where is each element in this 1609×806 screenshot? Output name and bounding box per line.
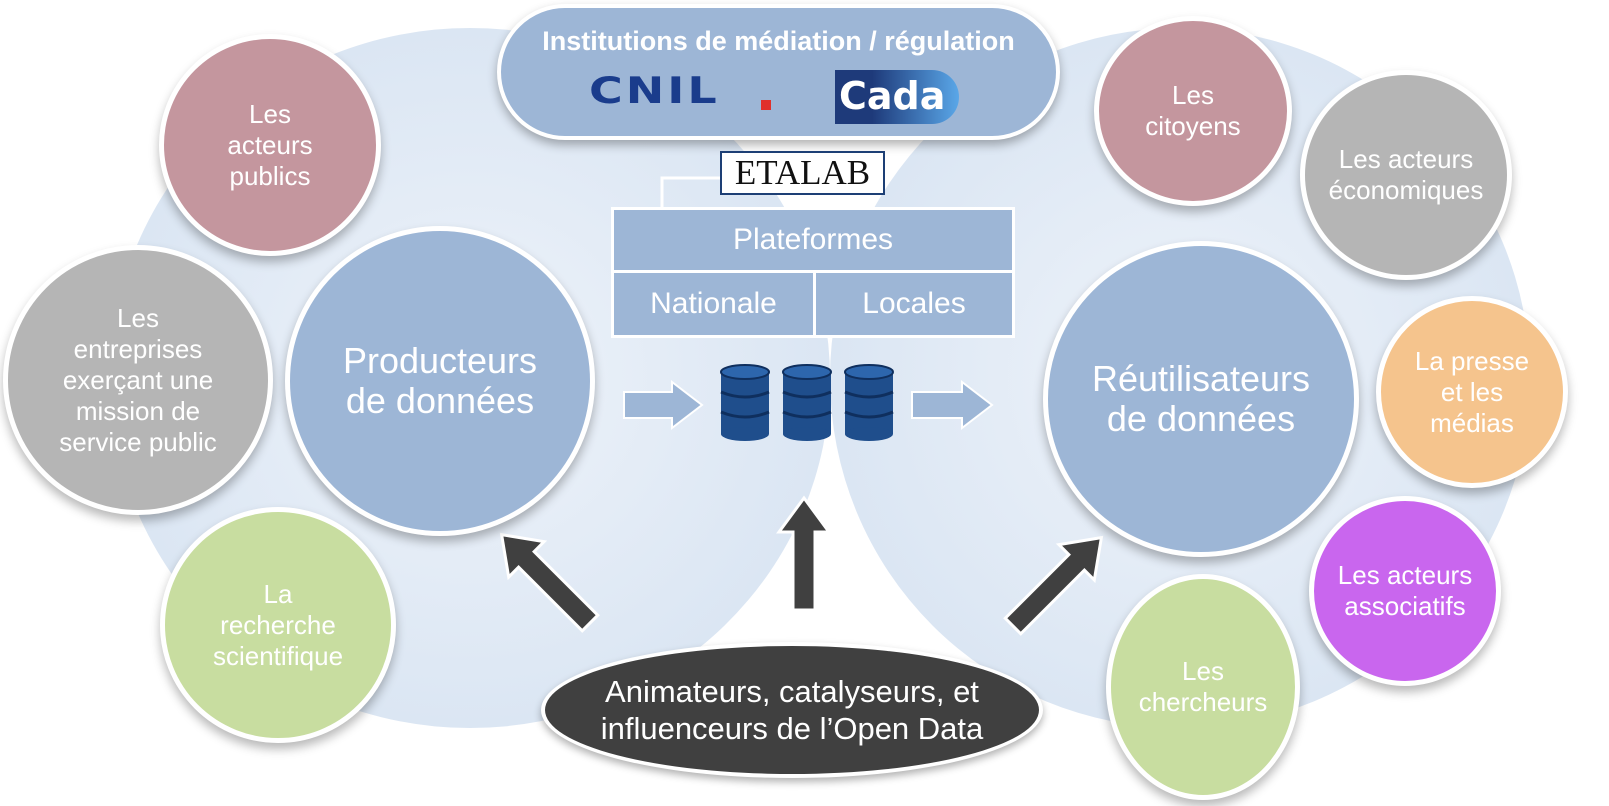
- cnil-logo-square: [761, 100, 771, 110]
- institutions-title: Institutions de médiation / régulation: [542, 26, 1015, 56]
- member-line: acteurs: [227, 129, 313, 160]
- reutilisateurs-label-line1: Réutilisateurs: [1091, 358, 1311, 399]
- plateforme-nationale: Nationale: [611, 270, 816, 338]
- animateurs-line2: influenceurs de l’Open Data: [600, 711, 984, 746]
- presse-medias-circle: La presse et les médias: [1376, 296, 1568, 488]
- acteurs-publics-circle: Les acteurs publics: [159, 34, 381, 256]
- plateforme-locales: Locales: [813, 270, 1015, 338]
- animateurs-ellipse: Animateurs, catalyseurs, et influenceurs…: [541, 642, 1043, 778]
- member-line: Les: [249, 98, 291, 129]
- member-line: recherche: [220, 609, 336, 640]
- recherche-scientifique-circle: La recherche scientifique: [160, 507, 396, 743]
- flow-arrow-left: [623, 379, 704, 431]
- animateurs-line1: Animateurs, catalyseurs, et: [605, 674, 979, 709]
- member-line: et les: [1440, 376, 1504, 407]
- member-line: Les: [1172, 80, 1214, 110]
- database-icon: [844, 364, 894, 441]
- member-line: publics: [229, 160, 311, 191]
- cada-logo: Cada: [835, 70, 959, 124]
- member-line: économiques: [1328, 175, 1484, 205]
- plateformes-header: Plateformes: [611, 207, 1015, 273]
- reutilisateurs-label-line2: de données: [1106, 398, 1296, 439]
- member-line: scientifique: [212, 640, 344, 671]
- cnil-logo: CNIL: [589, 72, 789, 126]
- member-line: La presse: [1414, 345, 1530, 376]
- cnil-logo-text: CNIL: [589, 68, 720, 112]
- producteurs-label-line1: Producteurs: [342, 340, 538, 381]
- acteurs-economiques-circle: Les acteurs économiques: [1300, 70, 1512, 280]
- reutilisateurs-circle: Réutilisateurs de données: [1043, 241, 1359, 557]
- database-icon: [720, 364, 770, 441]
- member-line: entreprises: [73, 333, 203, 364]
- citoyens-circle: Les citoyens: [1094, 16, 1292, 206]
- member-line: Les: [117, 302, 159, 333]
- member-line: Les: [1182, 656, 1224, 686]
- producteurs-circle: Producteurs de données: [285, 226, 595, 536]
- influence-arrow-right: [1003, 535, 1104, 636]
- influence-arrow-left: [499, 532, 600, 633]
- member-line: exerçant une: [62, 364, 214, 395]
- flow-arrow-right: [911, 379, 994, 431]
- member-line: service public: [59, 426, 217, 457]
- entreprises-service-public-circle: Les entreprises exerçant une mission de …: [3, 245, 273, 515]
- member-line: citoyens: [1145, 111, 1241, 141]
- acteurs-associatifs-circle: Les acteurs associatifs: [1309, 496, 1501, 686]
- database-icon: [782, 364, 832, 441]
- influence-arrow-center: [776, 495, 832, 612]
- member-line: mission de: [75, 395, 201, 426]
- cada-logo-text: Cada: [839, 74, 946, 118]
- member-line: médias: [1430, 407, 1514, 438]
- member-line: chercheurs: [1138, 687, 1268, 717]
- chercheurs-circle: Les chercheurs: [1106, 574, 1300, 800]
- member-line: Les acteurs: [1338, 144, 1474, 174]
- member-line: La: [263, 578, 293, 609]
- etalab-label: ETALAB: [720, 151, 885, 195]
- institutions-box: Institutions de médiation / régulation C…: [497, 4, 1060, 140]
- member-line: Les acteurs: [1337, 560, 1473, 590]
- producteurs-label-line2: de données: [345, 380, 535, 421]
- member-line: associatifs: [1344, 591, 1466, 621]
